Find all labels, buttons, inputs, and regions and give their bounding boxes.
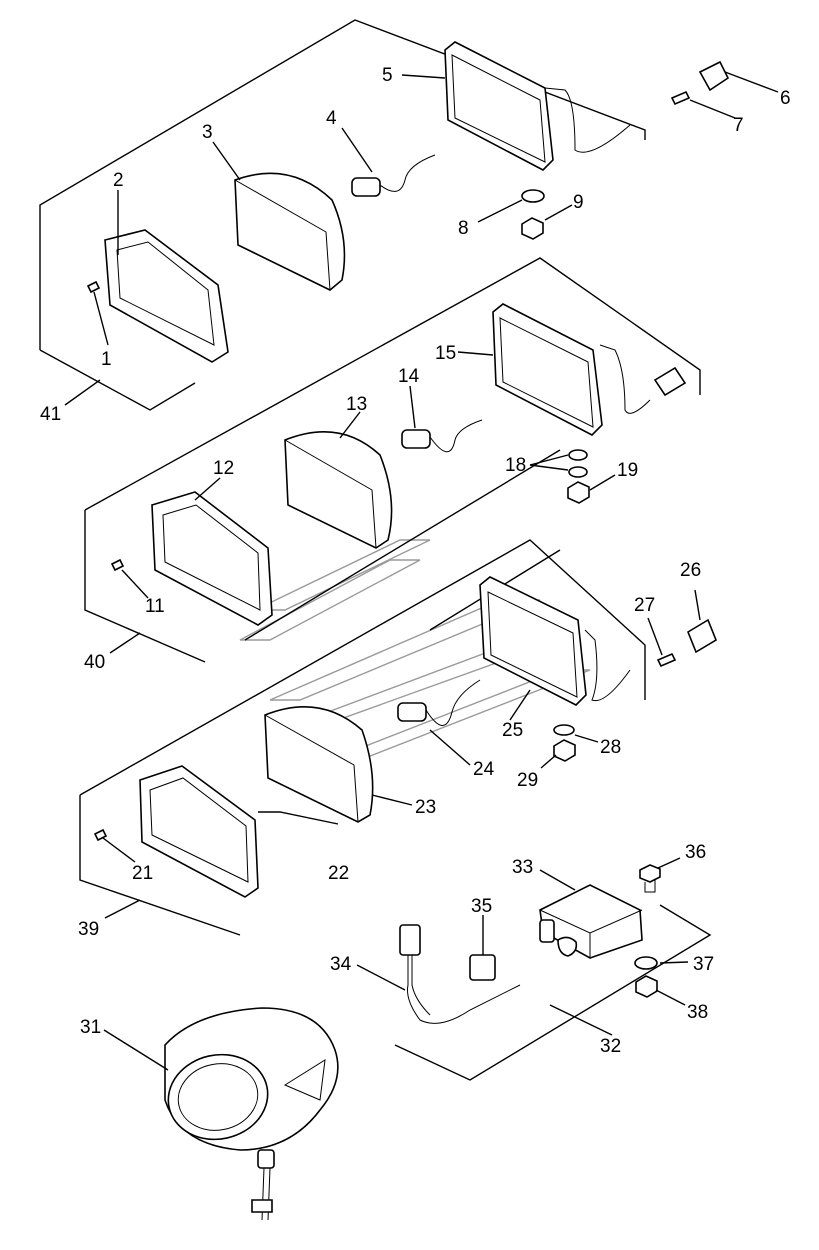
callout-37: 37	[693, 954, 714, 975]
leader-lines	[64, 71, 779, 1071]
terminal-7	[670, 90, 691, 106]
bezel-2	[104, 229, 229, 363]
module-33	[539, 884, 643, 959]
housing-15	[492, 303, 687, 436]
callout-27: 27	[634, 595, 655, 616]
bulb-4	[351, 154, 436, 197]
callout-34: 34	[330, 954, 352, 975]
nut-38	[635, 975, 658, 998]
harness-34	[399, 924, 521, 1024]
callout-29: 29	[517, 770, 538, 791]
lens-3	[234, 172, 346, 291]
callout-25: 25	[502, 720, 523, 741]
callout-39: 39	[78, 919, 99, 940]
callout-15: 15	[435, 343, 456, 364]
callout-41: 41	[40, 404, 61, 425]
callout-11: 11	[145, 596, 165, 617]
callout-13: 13	[346, 394, 367, 415]
callout-32: 32	[600, 1036, 621, 1057]
callout-23: 23	[415, 797, 436, 818]
callout-40: 40	[84, 652, 105, 673]
callout-8: 8	[458, 218, 469, 239]
washer-28	[553, 724, 575, 736]
callout-14: 14	[398, 366, 420, 387]
nut-29	[553, 739, 576, 762]
screw-1	[86, 280, 101, 294]
callout-31: 31	[80, 1017, 101, 1038]
callout-labels: 1 2 3 4 5 6 7 8 9 11 12 13 14 15 18 19 2…	[40, 65, 791, 1057]
bezel-12	[151, 491, 273, 626]
callout-38: 38	[687, 1002, 708, 1023]
housing-25	[479, 576, 631, 706]
callout-33: 33	[512, 857, 533, 878]
worklamp-31	[164, 1007, 339, 1221]
screw-21	[93, 828, 108, 842]
bulb-24	[397, 679, 481, 726]
callout-36: 36	[685, 842, 706, 863]
callout-35: 35	[471, 896, 492, 917]
callout-18: 18	[505, 455, 526, 476]
kit-40-outline	[84, 257, 701, 663]
kit-32-outline	[394, 904, 712, 1081]
callout-26: 26	[680, 560, 701, 581]
nut-19	[567, 481, 590, 504]
callout-24: 24	[473, 759, 495, 780]
callout-21: 21	[132, 863, 153, 884]
terminal-27	[656, 652, 677, 668]
callout-22: 22	[328, 863, 349, 884]
relay-35	[469, 954, 496, 981]
callout-19: 19	[617, 460, 638, 481]
connector-6	[698, 60, 730, 92]
housing-5	[444, 41, 631, 171]
callout-6: 6	[780, 88, 791, 109]
callout-9: 9	[573, 192, 584, 213]
callout-7: 7	[733, 115, 744, 136]
nut-9	[521, 217, 544, 240]
lens-13	[284, 431, 393, 549]
kit-41-outline	[39, 19, 646, 411]
washers-18	[568, 449, 588, 478]
callout-5: 5	[382, 65, 393, 86]
screw-36	[639, 864, 661, 893]
bulb-14	[401, 419, 483, 453]
lens-23	[264, 706, 374, 823]
callout-1: 1	[101, 349, 112, 370]
washer-37	[634, 956, 658, 970]
callout-4: 4	[326, 108, 337, 129]
callout-12: 12	[213, 458, 234, 479]
callout-28: 28	[600, 737, 621, 758]
screw-11	[110, 558, 125, 572]
connector-26	[687, 618, 717, 654]
washer-8	[521, 189, 545, 203]
callout-2: 2	[113, 170, 124, 191]
callout-3: 3	[202, 122, 213, 143]
bezel-22	[139, 765, 259, 898]
